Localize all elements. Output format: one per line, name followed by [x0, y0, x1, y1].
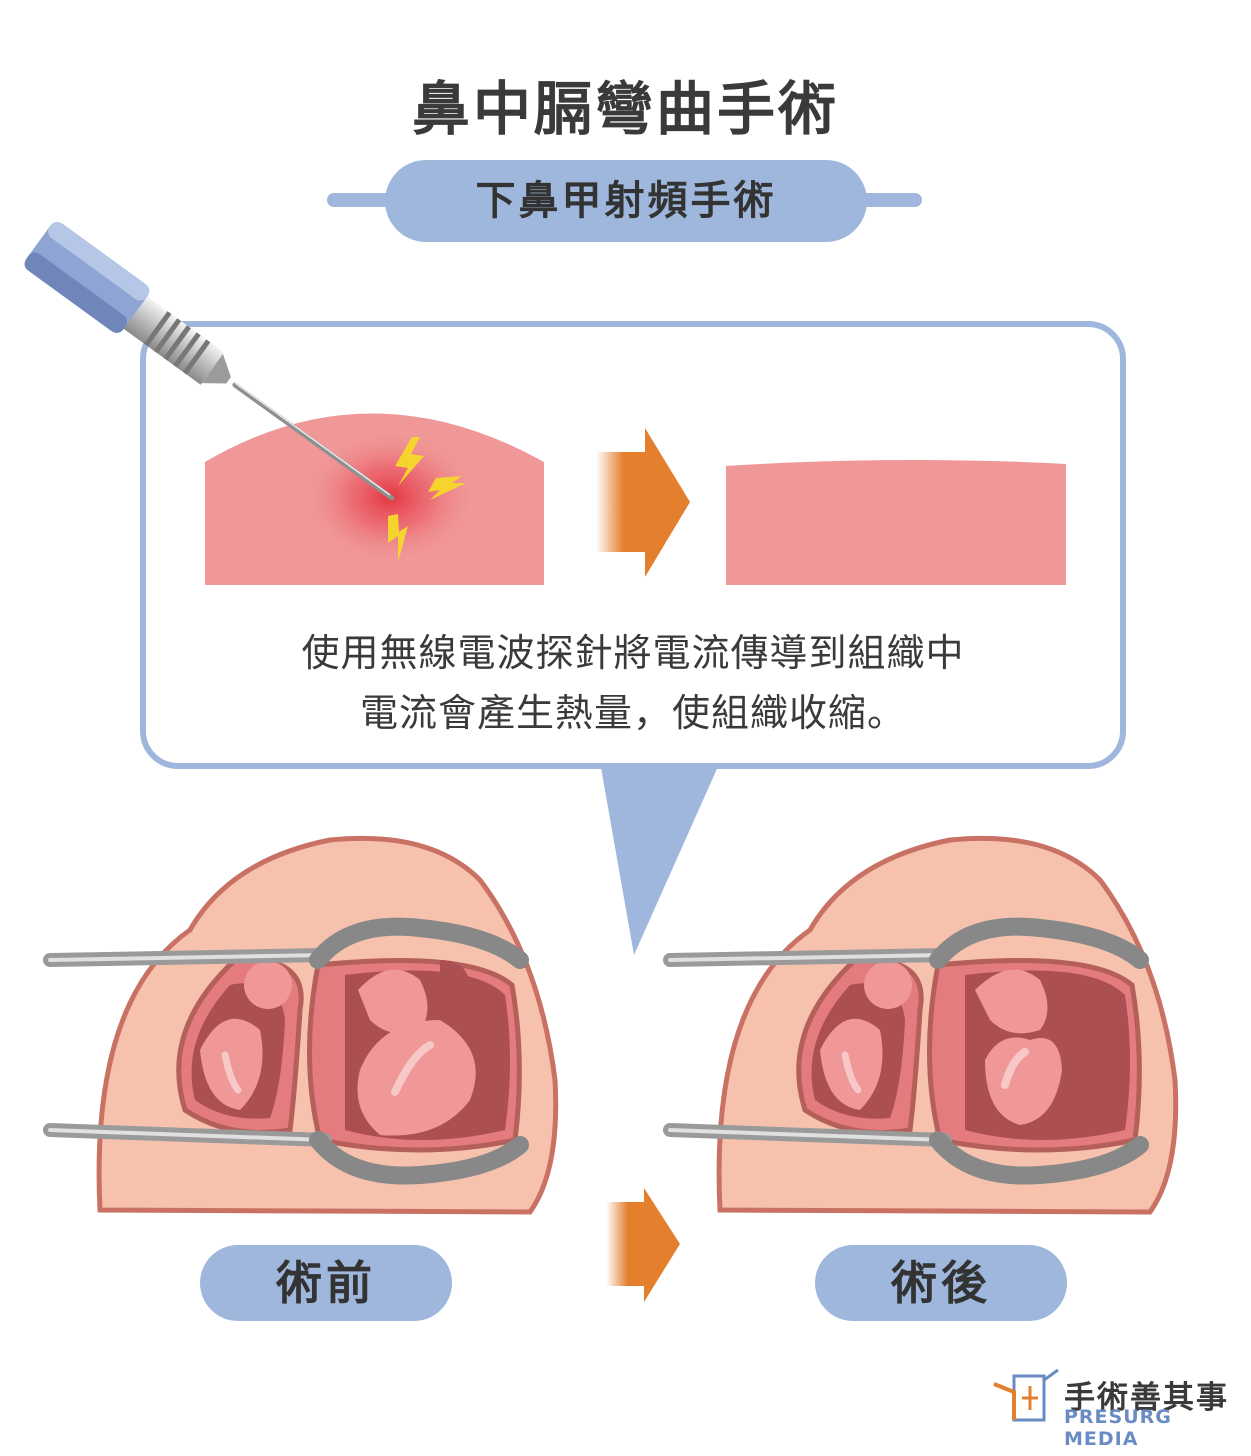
- subtitle: 下鼻甲射頻手術: [475, 178, 777, 224]
- brand-name-cn: 手術善其事: [1064, 1380, 1229, 1416]
- subtitle-pill: [385, 160, 867, 242]
- lightning-icon: [428, 476, 466, 500]
- after-label: 術後: [815, 1245, 1067, 1321]
- arrow-right-icon: [606, 1188, 680, 1302]
- before-label: 術前: [200, 1245, 452, 1321]
- lightning-icon: [395, 437, 424, 486]
- bubble-tail: [600, 762, 720, 955]
- description-line-1: 使用無線電波探針將電流傳導到組織中: [301, 631, 965, 675]
- brand-logo-icon: [993, 1368, 1059, 1422]
- page-title: 鼻中膈彎曲手術: [411, 75, 839, 143]
- description-line-2: 電流會產生熱量，使組織收縮。: [359, 691, 906, 735]
- tissue-after: [726, 459, 1066, 585]
- arrow-right-icon: [596, 428, 690, 577]
- brand-name-en: PRESURG MEDIA: [1064, 1406, 1172, 1450]
- nose-before-illustration: [43, 835, 559, 1215]
- nose-after-illustration: [663, 835, 1179, 1215]
- lightning-icon: [388, 514, 408, 562]
- rf-probe-icon: [24, 221, 395, 501]
